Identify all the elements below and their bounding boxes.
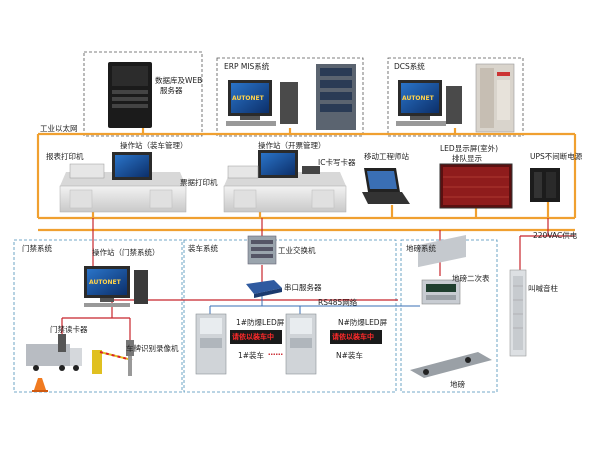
label-op-gate: 操作站（门禁系统） bbox=[92, 248, 160, 257]
label-server-2: 服务器 bbox=[160, 86, 183, 95]
label-op-ticket: 操作站（开票管理） bbox=[258, 141, 326, 150]
loading-station-n-icon bbox=[285, 313, 317, 375]
label-led-1: 1#防爆LED屏 bbox=[236, 318, 285, 327]
label-scale: 地磅 bbox=[450, 380, 465, 389]
server-tower-icon bbox=[108, 62, 152, 128]
dcs-box bbox=[387, 57, 524, 137]
barrier-gate-icon bbox=[92, 350, 133, 374]
industrial-switch-icon bbox=[247, 235, 277, 265]
label-report-printer: 报表打印机 bbox=[46, 152, 84, 161]
led-outdoor-panel-icon bbox=[439, 163, 513, 209]
label-queue: 排队显示 bbox=[452, 154, 482, 163]
load-box bbox=[183, 239, 397, 393]
label-car-n: N#装车 bbox=[336, 351, 363, 360]
label-horn: 叫喊音柱 bbox=[528, 284, 558, 293]
erp-monitor-brand: AUTONET bbox=[232, 95, 264, 102]
traffic-cone-icon bbox=[32, 378, 48, 392]
erp-rack-icon bbox=[316, 64, 356, 130]
console-desk-right-icon bbox=[223, 150, 347, 213]
laptop-icon bbox=[362, 168, 410, 204]
ups-icon bbox=[530, 168, 560, 202]
label-plate-cam: 车牌识别录像机 bbox=[126, 344, 179, 353]
label-rs485: RS485网络 bbox=[318, 298, 358, 307]
led-screen-n-text: 请依以装车中 bbox=[332, 333, 374, 341]
label-load-sys: 装车系统 bbox=[188, 244, 218, 253]
label-ethernet: 工业以太网 bbox=[40, 124, 78, 133]
gate-monitor-brand: AUTONET bbox=[89, 279, 121, 286]
card-reader-icon bbox=[58, 334, 66, 352]
gate-computer-icon bbox=[84, 266, 148, 307]
horn-column-icon bbox=[509, 269, 527, 357]
label-weigh-meter: 地磅二次表 bbox=[452, 274, 490, 283]
label-ups: UPS不间断电源 bbox=[530, 152, 583, 161]
console-desk-left-icon bbox=[59, 152, 187, 213]
label-power: 220VAC供电 bbox=[533, 231, 578, 240]
weigh-indicator-icon bbox=[421, 279, 461, 305]
label-erp: ERP MIS系统 bbox=[224, 62, 270, 71]
server-box bbox=[83, 51, 203, 137]
dcs-cabinet-icon bbox=[475, 63, 515, 133]
label-switch: 工业交换机 bbox=[278, 246, 316, 255]
led-screen-1-text: 请依以装车中 bbox=[232, 333, 274, 341]
red-wires bbox=[61, 218, 575, 340]
loading-station-1-icon bbox=[195, 313, 227, 375]
label-card-reader: 门禁读卡器 bbox=[50, 325, 88, 334]
label-car-1: 1#装车 bbox=[238, 351, 265, 360]
label-weigh-sys: 地磅系统 bbox=[406, 244, 436, 253]
blue-wires bbox=[209, 288, 420, 314]
led-screen-n-icon bbox=[330, 330, 382, 344]
label-serial: 串口服务器 bbox=[284, 283, 322, 292]
serial-server-icon bbox=[246, 280, 282, 298]
label-dcs: DCS系统 bbox=[394, 62, 425, 71]
weighbridge-truck-icon bbox=[410, 234, 492, 378]
erp-computer-icon bbox=[226, 80, 298, 126]
label-ic-reader: IC卡写卡器 bbox=[318, 158, 356, 167]
erp-box bbox=[216, 57, 364, 137]
gate-truck-icon bbox=[26, 344, 82, 371]
dcs-computer-icon bbox=[396, 80, 462, 126]
label-dots: …… bbox=[268, 348, 283, 357]
label-gate-sys: 门禁系统 bbox=[22, 244, 52, 253]
plate-camera-icon bbox=[126, 340, 134, 376]
label-mobile: 移动工程师站 bbox=[364, 152, 409, 161]
dcs-monitor-brand: AUTONET bbox=[402, 95, 434, 102]
label-op-load: 操作站（装车管理） bbox=[120, 141, 188, 150]
label-led-outdoor: LED显示屏(室外) bbox=[440, 144, 499, 153]
led-screen-1-icon bbox=[230, 330, 282, 344]
label-ticket-printer: 票据打印机 bbox=[180, 178, 218, 187]
label-server: 数据库及WEB bbox=[155, 76, 203, 85]
label-led-n: N#防爆LED屏 bbox=[338, 318, 388, 327]
